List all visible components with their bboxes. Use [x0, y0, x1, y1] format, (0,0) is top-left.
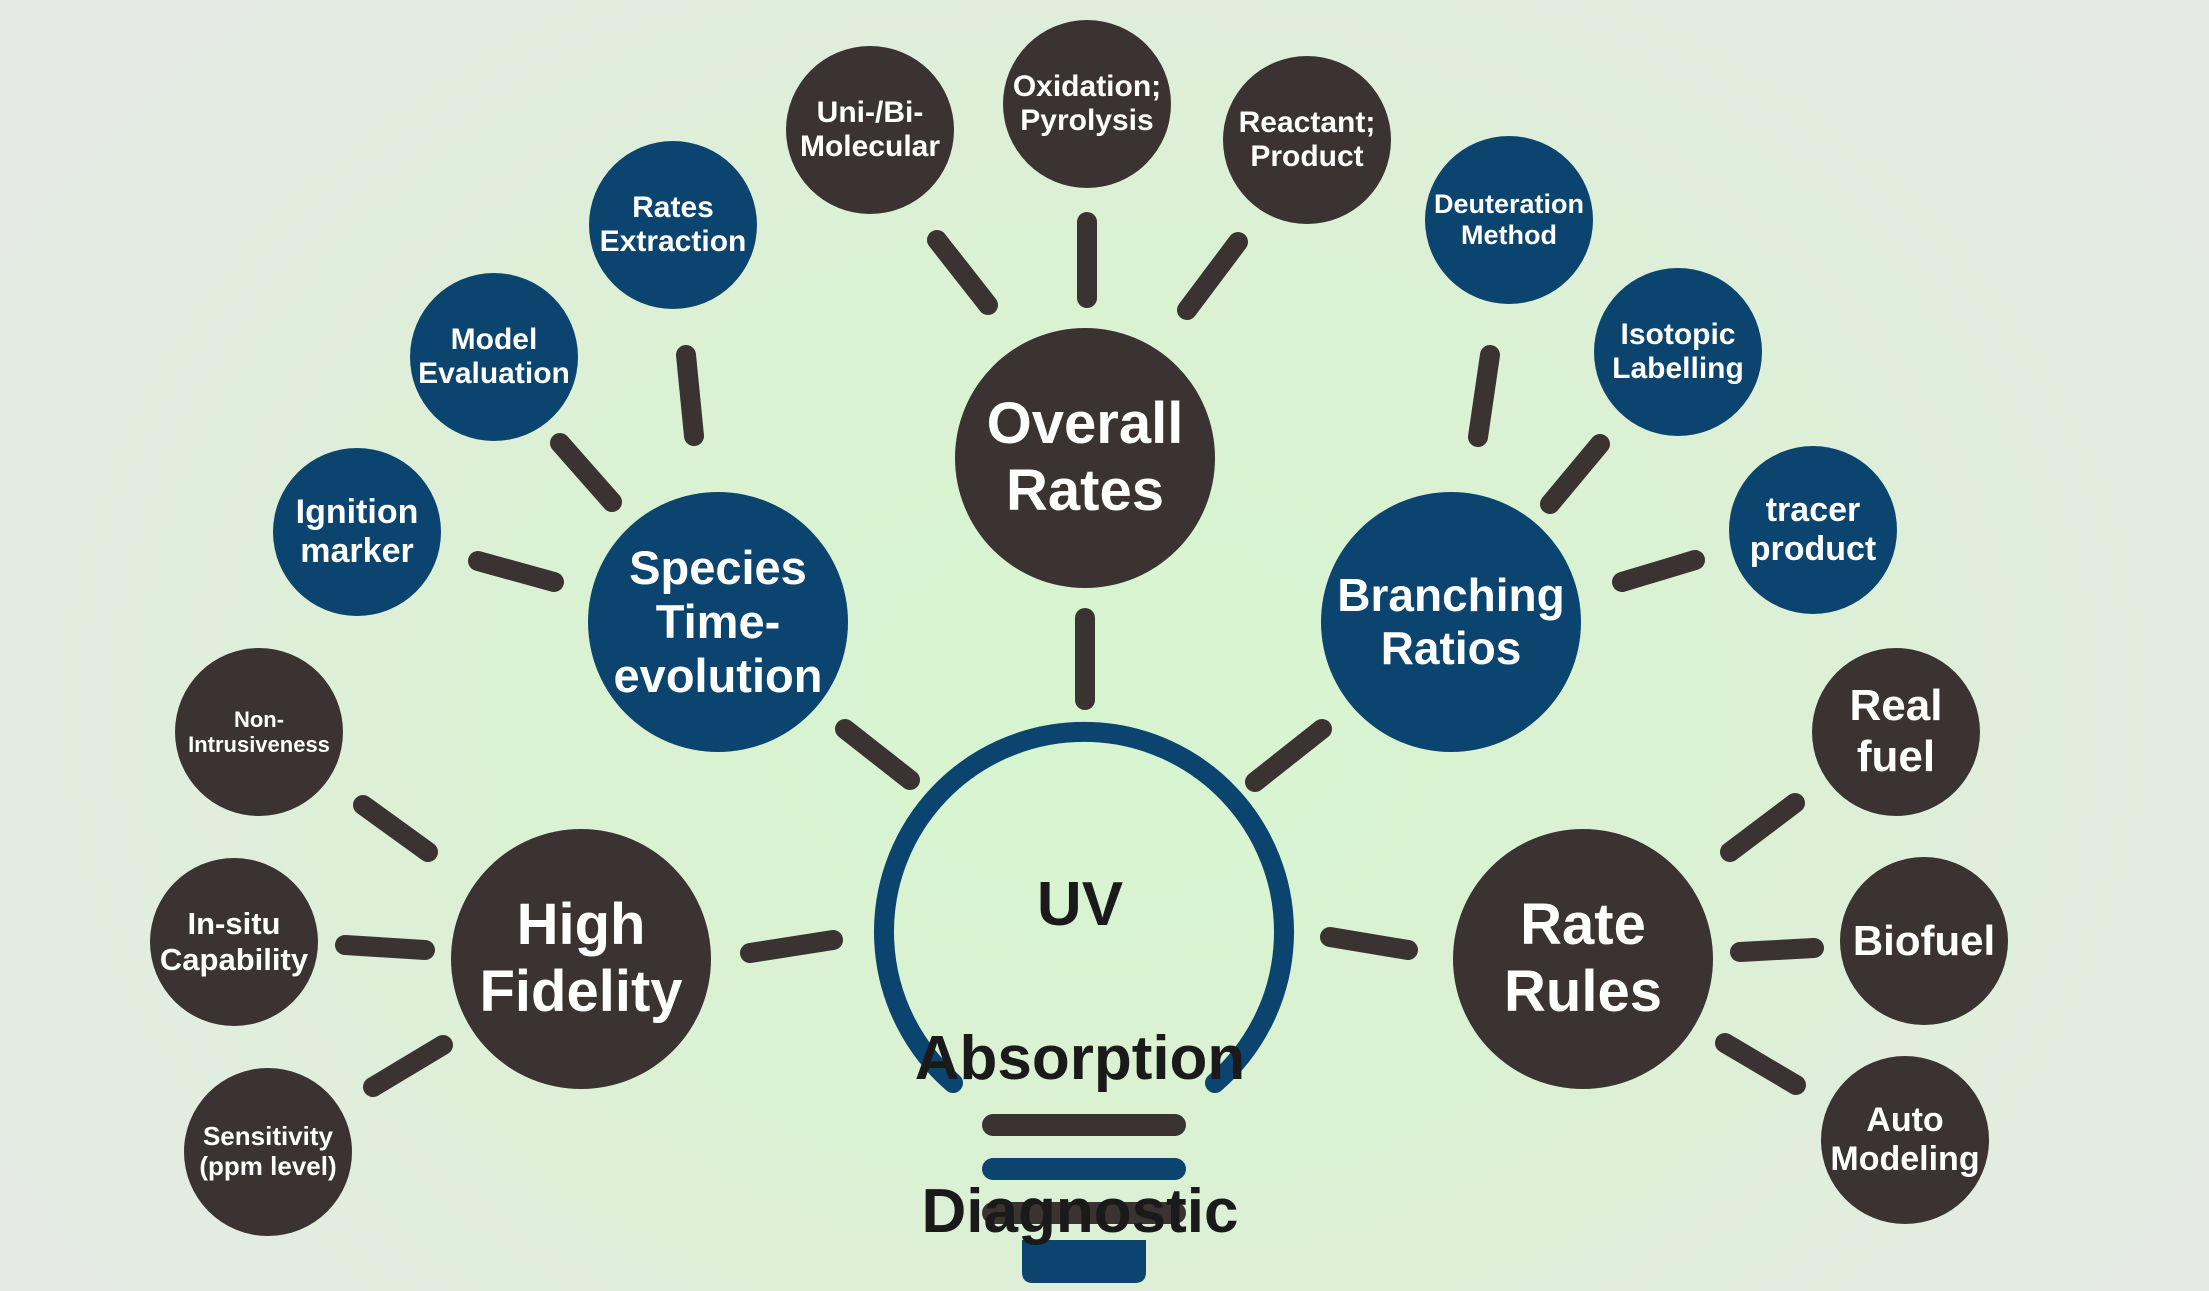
leaf-in-situ-capability: In-situ Capability [150, 858, 318, 1026]
leaf-uni-bi-molecular-label: Uni-/Bi- Molecular [799, 95, 941, 164]
leaf-model-evaluation: Model Evaluation [410, 273, 578, 441]
leaf-ignition-marker-label: Ignition marker [295, 492, 419, 570]
leaf-rates-extraction-label: Rates Extraction [599, 190, 747, 259]
leaf-rates-extraction: Rates Extraction [589, 141, 757, 309]
leaf-biofuel: Biofuel [1840, 857, 2008, 1025]
leaf-deuteration-method: Deuteration Method [1425, 136, 1593, 304]
leaf-sensitivity: Sensitivity (ppm level) [184, 1068, 352, 1236]
hub-overall-rates-label: Overall Rates [986, 391, 1184, 523]
connector-center-branching [1245, 719, 1332, 792]
connector-center-raterules [1320, 927, 1418, 960]
center-title-line-1: UV [1036, 869, 1124, 939]
leaf-ignition-marker: Ignition marker [273, 448, 441, 616]
leaf-auto-modeling-label: Auto Modeling [1830, 1100, 1980, 1178]
connector-branching-deuteration [1468, 345, 1500, 447]
hub-rate-rules-label: Rate Rules [1504, 892, 1662, 1024]
hub-branching-ratios: Branching Ratios [1321, 492, 1581, 752]
leaf-reactant-product: Reactant; Product [1223, 56, 1391, 224]
connector-rr-realfuel [1720, 793, 1805, 862]
leaf-tracer-product-label: tracer product [1749, 490, 1877, 568]
hub-branching-label: Branching Ratios [1337, 569, 1565, 674]
bulb-outline [874, 721, 1294, 1093]
leaf-oxidation-pyrolysis: Oxidation; Pyrolysis [1003, 20, 1171, 188]
leaf-biofuel-label: Biofuel [1852, 916, 1996, 964]
leaf-tracer-product: tracer product [1729, 446, 1897, 614]
leaf-isotopic-labelling: Isotopic Labelling [1594, 268, 1762, 436]
connector-hf-nonintrusive [353, 795, 438, 862]
connector-rr-automodeling [1715, 1033, 1806, 1095]
connector-species-model [550, 433, 622, 512]
hub-species-label: Species Time- evolution [613, 540, 823, 703]
connector-overall-unibi [927, 230, 998, 315]
connector-overall-reactant [1177, 232, 1248, 320]
leaf-real-fuel: Real fuel [1812, 648, 1980, 816]
hub-rate-rules: Rate Rules [1453, 829, 1713, 1089]
connector-rr-biofuel [1730, 938, 1824, 962]
connector-hf-insitu [335, 935, 435, 960]
hub-high-fidelity-label: High Fidelity [479, 892, 683, 1024]
leaf-in-situ-capability-label: In-situ Capability [159, 906, 309, 977]
center-title-line-2: Absorption [914, 1023, 1246, 1093]
bulb-base [982, 1114, 1186, 1224]
leaf-isotopic-labelling-label: Isotopic Labelling [1612, 317, 1744, 386]
connector-species-rates [676, 345, 704, 446]
leaf-non-intrusiveness-label: Non- Intrusiveness [188, 706, 330, 757]
connector-center-species [835, 719, 920, 790]
leaf-model-evaluation-label: Model Evaluation [418, 322, 570, 391]
leaf-reactant-product-label: Reactant; Product [1238, 105, 1376, 174]
connector-lines [335, 212, 1824, 1097]
leaf-sensitivity-label: Sensitivity (ppm level) [199, 1121, 337, 1181]
center-title: UV Absorption Diagnostic [860, 790, 1300, 1291]
leaf-deuteration-method-label: Deuteration Method [1433, 188, 1585, 250]
connector-branching-tracer [1612, 550, 1705, 592]
connector-species-ignition [468, 551, 564, 592]
hub-high-fidelity: High Fidelity [451, 829, 711, 1089]
leaf-oxidation-pyrolysis-label: Oxidation; Pyrolysis [1012, 69, 1162, 138]
leaf-uni-bi-molecular: Uni-/Bi- Molecular [786, 46, 954, 214]
leaf-non-intrusiveness: Non- Intrusiveness [175, 648, 343, 816]
hub-species-time-evolution: Species Time- evolution [588, 492, 848, 752]
hub-overall-rates: Overall Rates [955, 328, 1215, 588]
connector-hf-sensitivity [363, 1035, 453, 1097]
center-title-line-3: Diagnostic [921, 1177, 1239, 1247]
connector-branching-isotopic [1540, 434, 1610, 514]
leaf-auto-modeling: Auto Modeling [1821, 1056, 1989, 1224]
connector-center-highfidelity [740, 930, 843, 963]
leaf-real-fuel-label: Real fuel [1849, 681, 1943, 781]
bulb-tip [1022, 1240, 1146, 1283]
